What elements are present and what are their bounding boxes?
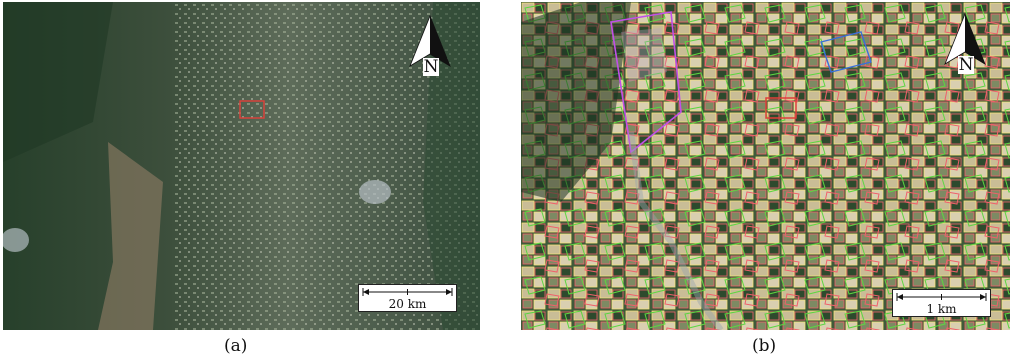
scale-bar: 1 km bbox=[892, 289, 991, 317]
scale-label: 1 km bbox=[926, 302, 957, 316]
north-label: N bbox=[423, 57, 439, 77]
scale-bar: 20 km bbox=[358, 284, 457, 312]
satellite-image-b bbox=[521, 2, 1010, 330]
region-of-interest-box bbox=[765, 97, 797, 119]
caption-b: (b) bbox=[752, 336, 777, 356]
north-arrow: N bbox=[406, 14, 454, 78]
scale-bar-graphic bbox=[362, 288, 453, 296]
satellite-image-overview: N 20 km bbox=[3, 2, 480, 330]
north-arrow-icon bbox=[944, 12, 986, 65]
north-arrow: N bbox=[941, 12, 989, 76]
north-label: N bbox=[958, 55, 974, 75]
caption-a: (a) bbox=[224, 336, 248, 356]
satellite-image-zoomed: N 1 km bbox=[521, 2, 1010, 330]
north-arrow-icon bbox=[409, 14, 451, 67]
scale-label: 20 km bbox=[388, 297, 427, 311]
satellite-image-a bbox=[3, 2, 480, 330]
scale-bar-graphic bbox=[896, 293, 987, 301]
region-of-interest-box bbox=[239, 100, 265, 119]
